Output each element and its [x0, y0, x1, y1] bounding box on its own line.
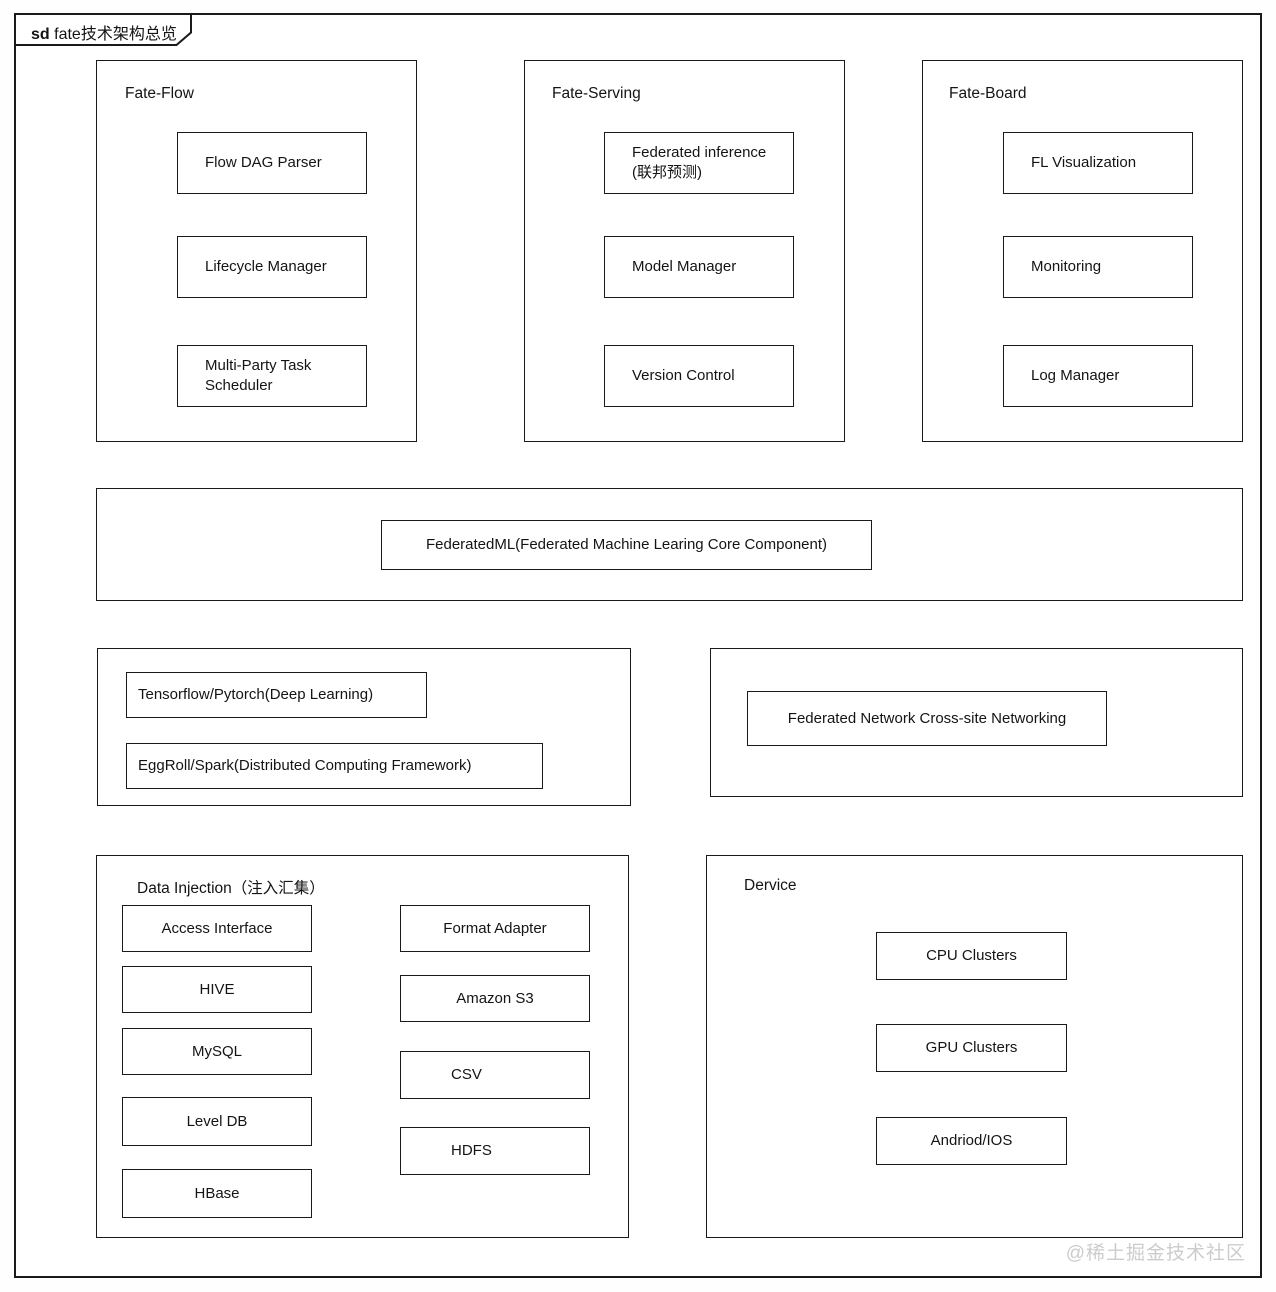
- title-tab-shape: [14, 13, 192, 46]
- box-eggroll-spark: EggRoll/Spark(Distributed Computing Fram…: [126, 743, 543, 789]
- container-device-label: Dervice: [744, 877, 797, 894]
- container-fate-serving: Fate-Serving Federated inference (联邦预测) …: [524, 60, 845, 442]
- container-compute-frameworks: Tensorflow/Pytorch(Deep Learning) EggRol…: [97, 648, 631, 806]
- container-fate-flow-label: Fate-Flow: [125, 85, 194, 102]
- container-fate-board-label: Fate-Board: [949, 85, 1027, 102]
- container-fate-board: Fate-Board FL Visualization Monitoring L…: [922, 60, 1243, 442]
- box-cpu-clusters: CPU Clusters: [876, 932, 1067, 980]
- box-amazon-s3: Amazon S3: [400, 975, 590, 1022]
- box-federated-inference: Federated inference (联邦预测): [604, 132, 794, 194]
- container-fate-flow: Fate-Flow Flow DAG Parser Lifecycle Mana…: [96, 60, 417, 442]
- box-mysql: MySQL: [122, 1028, 312, 1075]
- container-federated-network: Federated Network Cross-site Networking: [710, 648, 1243, 797]
- frame-title-keyword: sd: [31, 26, 50, 43]
- box-hive: HIVE: [122, 966, 312, 1013]
- box-format-adapter: Format Adapter: [400, 905, 590, 952]
- frame-title: sd fate技术架构总览: [31, 20, 177, 44]
- box-federated-network: Federated Network Cross-site Networking: [747, 691, 1107, 746]
- box-csv: CSV: [400, 1051, 590, 1099]
- box-federatedml-core: FederatedML(Federated Machine Learing Co…: [381, 520, 872, 570]
- watermark: @稀土掘金技术社区: [1065, 1243, 1246, 1264]
- box-hbase: HBase: [122, 1169, 312, 1218]
- container-fate-serving-label: Fate-Serving: [552, 85, 641, 102]
- box-android-ios: Andriod/IOS: [876, 1117, 1067, 1165]
- box-log-manager: Log Manager: [1003, 345, 1193, 407]
- frame-title-tab: sd fate技术架构总览: [14, 13, 194, 47]
- box-tensorflow-pytorch: Tensorflow/Pytorch(Deep Learning): [126, 672, 427, 718]
- container-data-injection-label: Data Injection（注入汇集）: [137, 880, 325, 897]
- container-data-injection: Data Injection（注入汇集） Access Interface HI…: [96, 855, 629, 1238]
- box-leveldb: Level DB: [122, 1097, 312, 1146]
- box-hdfs: HDFS: [400, 1127, 590, 1175]
- box-flow-dag-parser: Flow DAG Parser: [177, 132, 367, 194]
- box-version-control: Version Control: [604, 345, 794, 407]
- box-lifecycle-manager: Lifecycle Manager: [177, 236, 367, 298]
- box-fl-visualization: FL Visualization: [1003, 132, 1193, 194]
- box-access-interface: Access Interface: [122, 905, 312, 952]
- box-multi-party-task-scheduler: Multi-Party Task Scheduler: [177, 345, 367, 407]
- box-gpu-clusters: GPU Clusters: [876, 1024, 1067, 1072]
- container-federatedml: FederatedML(Federated Machine Learing Co…: [96, 488, 1243, 601]
- container-device: Dervice CPU Clusters GPU Clusters Andrio…: [706, 855, 1243, 1238]
- frame-title-text: fate技术架构总览: [54, 26, 177, 43]
- box-model-manager: Model Manager: [604, 236, 794, 298]
- box-monitoring: Monitoring: [1003, 236, 1193, 298]
